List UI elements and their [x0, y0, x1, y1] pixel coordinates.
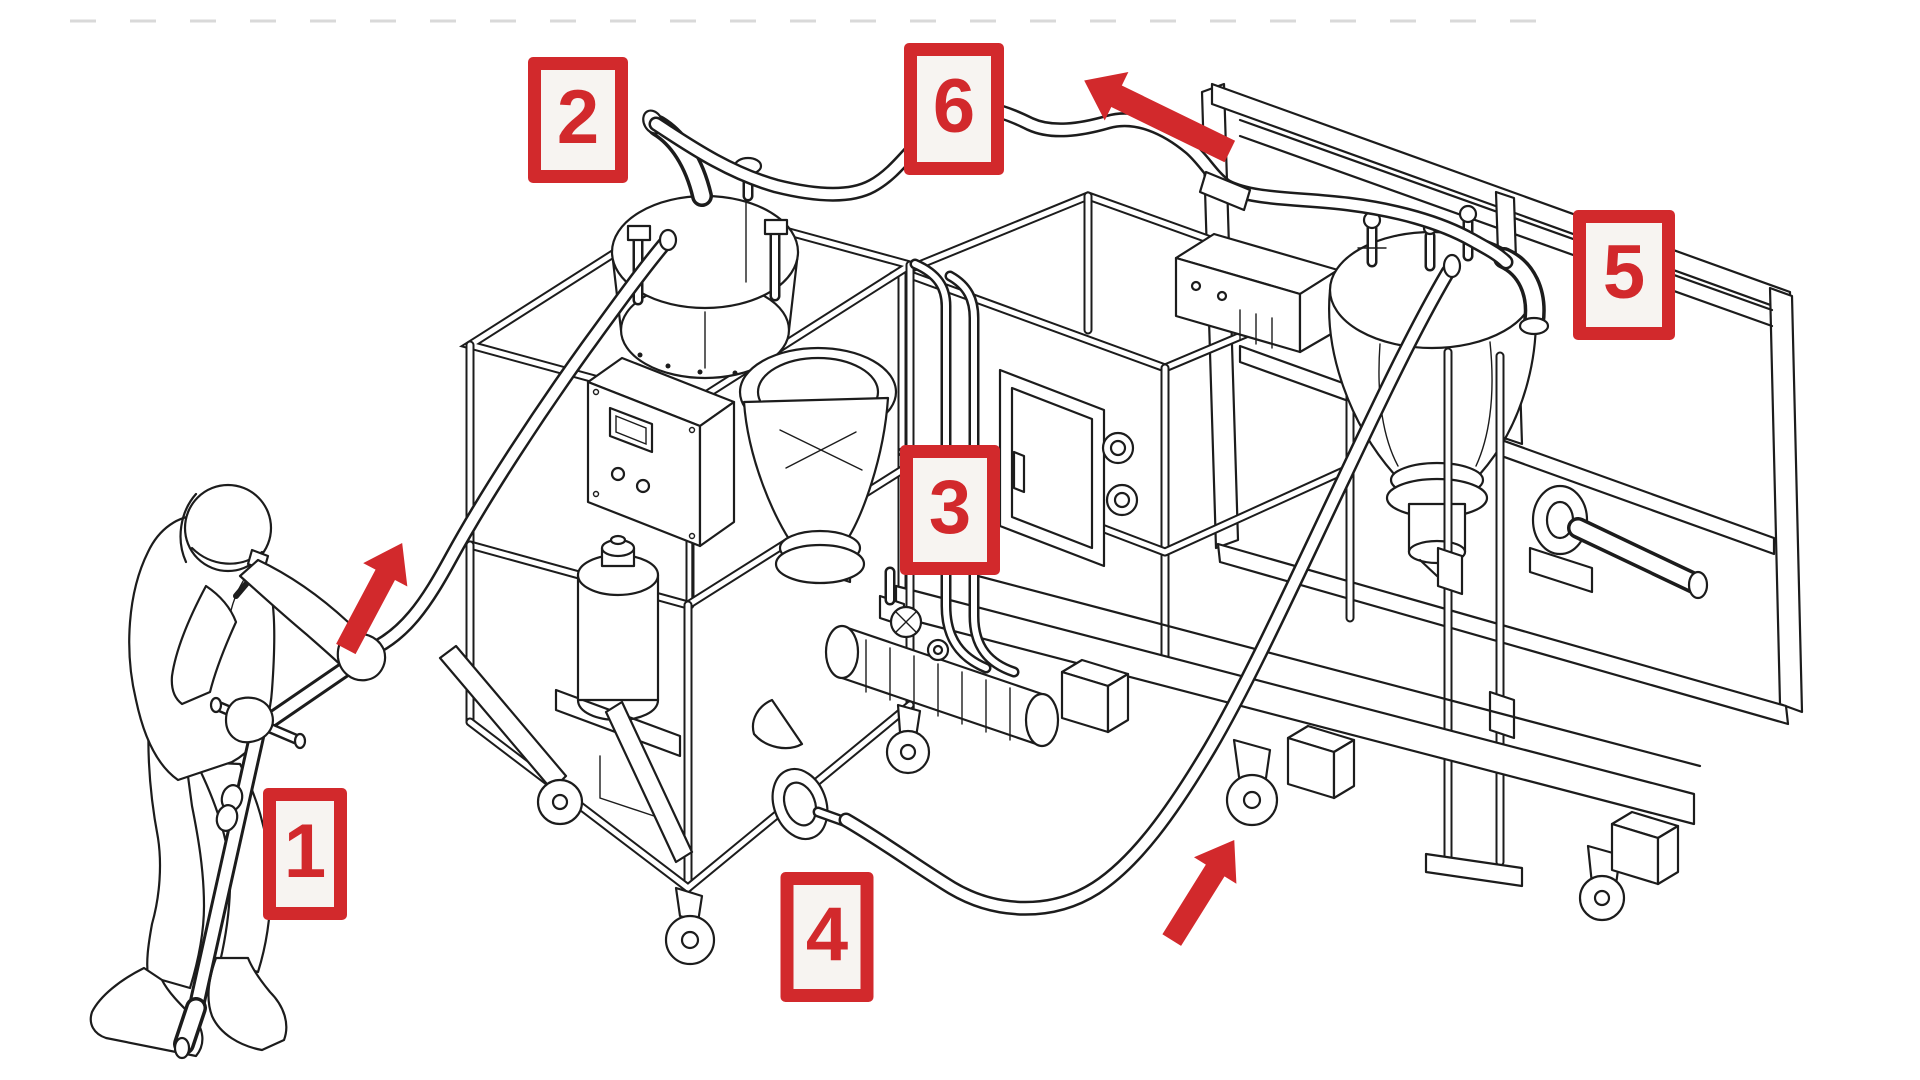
callout-badge-5: 5 [1573, 210, 1675, 340]
vessel-support-posts [1424, 347, 1524, 888]
transfer-hose [838, 253, 1462, 916]
wand-hose [352, 228, 678, 662]
callout-badge-3: 3 [900, 445, 1000, 575]
conveyor-cart [438, 109, 1060, 966]
left-arm [170, 584, 238, 706]
boot [207, 956, 288, 1052]
operator [89, 483, 387, 1060]
drive-shaft [1528, 484, 1709, 600]
casters-and-outriggers [438, 644, 931, 966]
fork-pocket [1060, 658, 1130, 734]
flow-arrow-wand-to-receiver [336, 543, 408, 655]
hose-coupling [1442, 253, 1462, 279]
boot [89, 966, 204, 1058]
receiver-vessel-5 [1328, 204, 1550, 578]
hose-coupling [658, 228, 678, 252]
glove [224, 696, 274, 744]
callout-badge-6: 6 [904, 43, 1004, 175]
side-piping [909, 258, 1020, 678]
flow-arrow-transfer-line [1162, 839, 1237, 946]
callout-badge-2: 2 [528, 57, 628, 183]
hose-coupling [1198, 170, 1252, 212]
fork-pocket [1286, 724, 1356, 800]
fork-pocket [1610, 810, 1680, 886]
flow-arrows [336, 72, 1237, 946]
return-hose [648, 101, 1514, 270]
callout-badge-4: 4 [780, 872, 874, 1002]
flow-arrow-return-line [1084, 72, 1236, 163]
discharge-port [771, 767, 852, 841]
cone-vessel-3 [738, 346, 898, 585]
callout-badge-1: 1 [263, 788, 347, 920]
machine-base [894, 564, 1702, 922]
vacuum-receiver-2 [610, 109, 800, 380]
control-box [586, 356, 736, 548]
vacuum-pump [751, 566, 1060, 750]
